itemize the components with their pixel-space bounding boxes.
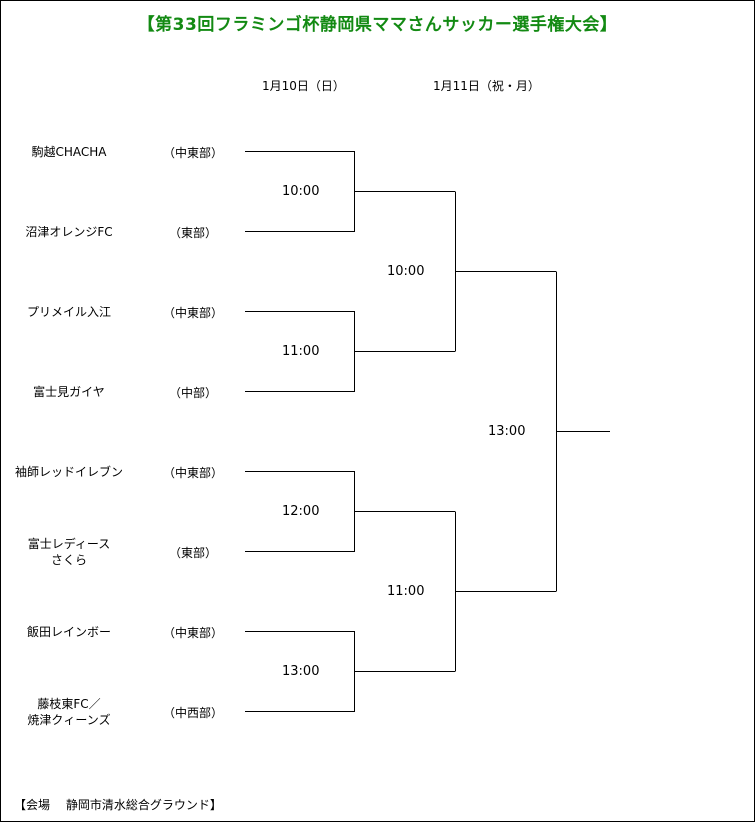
match-time-r2m1: 10:00	[387, 264, 425, 279]
team-6-region: （東部）	[168, 546, 217, 560]
team-3-region: （中東部）	[162, 306, 223, 320]
team-7-name: 飯田レインボー	[26, 625, 111, 639]
match-time-r2m2: 11:00	[387, 584, 425, 599]
date-day2: 1月11日（祝・月）	[433, 79, 540, 93]
team-1-region: （中東部）	[162, 146, 223, 160]
team-2-name: 沼津オレンジFC	[25, 225, 113, 239]
match-time-r1m4: 13:00	[282, 664, 320, 679]
team-4-region: （中部）	[168, 386, 217, 400]
team-5-region: （中東部）	[162, 466, 223, 480]
team-2-region: （東部）	[168, 226, 217, 240]
match-time-r1m3: 12:00	[282, 504, 320, 519]
team-7-region: （中東部）	[162, 626, 223, 640]
venue-label: 【会場 静岡市清水総合グラウンド】	[14, 798, 222, 812]
team-8-name: 藤枝東FC／ 焼津クィーンズ	[27, 697, 111, 727]
team-6-name: 富士レディース さくら	[27, 537, 111, 567]
page-title: 【第33回フラミンゴ杯静岡県ママさんサッカー選手権大会】	[137, 15, 618, 35]
team-4-name: 富士見ガイヤ	[33, 385, 105, 399]
match-time-r1m1: 10:00	[282, 184, 320, 199]
team-1-name: 駒越CHACHA	[31, 145, 107, 159]
team-8-region: （中西部）	[162, 706, 223, 720]
team-3-name: プリメイル入江	[26, 305, 111, 319]
date-day1: 1月10日（日）	[262, 79, 345, 93]
match-time-final: 13:00	[488, 424, 526, 439]
match-time-r1m2: 11:00	[282, 344, 320, 359]
team-5-name: 袖師レッドイレブン	[14, 465, 123, 479]
